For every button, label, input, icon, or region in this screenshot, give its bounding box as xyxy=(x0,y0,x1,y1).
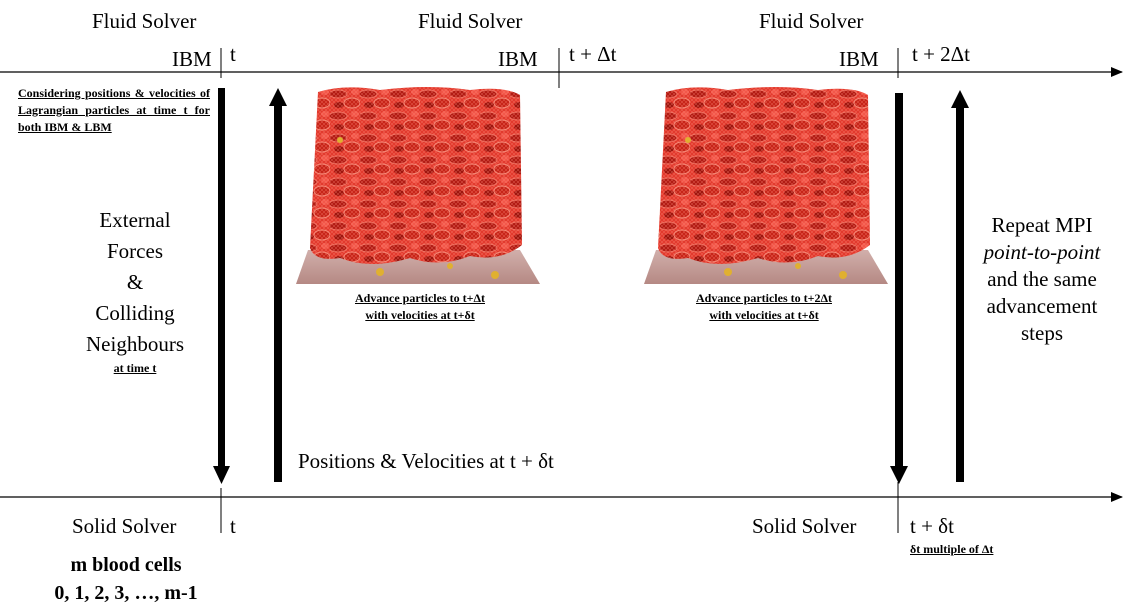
repeat-line-2: point-to-point xyxy=(983,240,1101,264)
external-forces-line-4: Colliding xyxy=(95,301,175,325)
external-forces-line-1: External xyxy=(99,208,171,232)
advance-caption-1-line-2: with velocities at t+δt xyxy=(365,308,475,322)
down-arrow-right-shaft xyxy=(895,93,903,468)
advance-caption-2-line-1: Advance particles to t+2Δt xyxy=(695,291,832,305)
fluid-solver-label-2: Fluid Solver xyxy=(418,9,523,33)
up-arrow-left-head xyxy=(269,88,287,106)
up-arrow-left-shaft xyxy=(274,104,282,482)
solid-solver-label-2: Solid Solver xyxy=(752,514,857,538)
blood-cells-line-1: m blood cells xyxy=(70,554,182,576)
blood-cells-render-2 xyxy=(644,87,888,284)
repeat-line-3: and the same xyxy=(987,267,1097,291)
lagrangian-note: Considering positions & velocities of La… xyxy=(18,86,210,134)
fluid-solver-label-3: Fluid Solver xyxy=(759,9,864,33)
bottom-time-label-t-plus-delta: t + δt xyxy=(910,514,954,538)
blood-cells-label: m blood cells 0, 1, 2, 3, …, m-1 xyxy=(20,551,232,607)
positions-velocities-label: Positions & Velocities at t + δt xyxy=(298,449,554,473)
time-label-t-plus-2dt: t + 2Δt xyxy=(912,42,971,66)
solid-solver-label-1: Solid Solver xyxy=(72,514,177,538)
blood-cells-line-2: 0, 1, 2, 3, …, m-1 xyxy=(54,582,198,604)
up-arrow-right-shaft xyxy=(956,106,964,482)
advance-caption-1-line-1: Advance particles to t+Δt xyxy=(354,291,485,305)
up-arrow-right-head xyxy=(951,90,969,108)
external-forces-time-note: at time t xyxy=(113,361,157,375)
repeat-line-5: steps xyxy=(1021,321,1063,345)
delta-multiple-note: δt multiple of Δt xyxy=(910,542,994,556)
repeat-block: Repeat MPI point-to-point and the same a… xyxy=(962,212,1122,347)
external-forces-line-3: & xyxy=(126,270,144,294)
time-label-t: t xyxy=(230,42,236,66)
bottom-time-label-t: t xyxy=(230,514,236,538)
external-forces-block: External Forces & Colliding Neighbours a… xyxy=(60,205,210,377)
external-forces-line-2: Forces xyxy=(107,239,163,263)
down-arrow-right-head xyxy=(890,466,908,484)
advance-caption-1: Advance particles to t+Δt with velocitie… xyxy=(300,290,540,324)
ibm-label-3: IBM xyxy=(839,47,879,71)
advance-caption-2-line-2: with velocities at t+δt xyxy=(709,308,819,322)
external-forces-line-5: Neighbours xyxy=(86,332,184,356)
down-arrow-left-shaft xyxy=(218,88,225,468)
ibm-label-1: IBM xyxy=(172,47,212,71)
advance-caption-2: Advance particles to t+2Δt with velociti… xyxy=(644,290,884,324)
time-label-t-plus-dt: t + Δt xyxy=(569,42,617,66)
repeat-line-1: Repeat MPI xyxy=(991,213,1093,237)
ibm-label-2: IBM xyxy=(498,47,538,71)
fluid-solver-label-1: Fluid Solver xyxy=(92,9,197,33)
repeat-line-4: advancement xyxy=(986,294,1098,318)
down-arrow-left-head xyxy=(213,466,230,484)
blood-cells-render-1 xyxy=(296,87,540,284)
